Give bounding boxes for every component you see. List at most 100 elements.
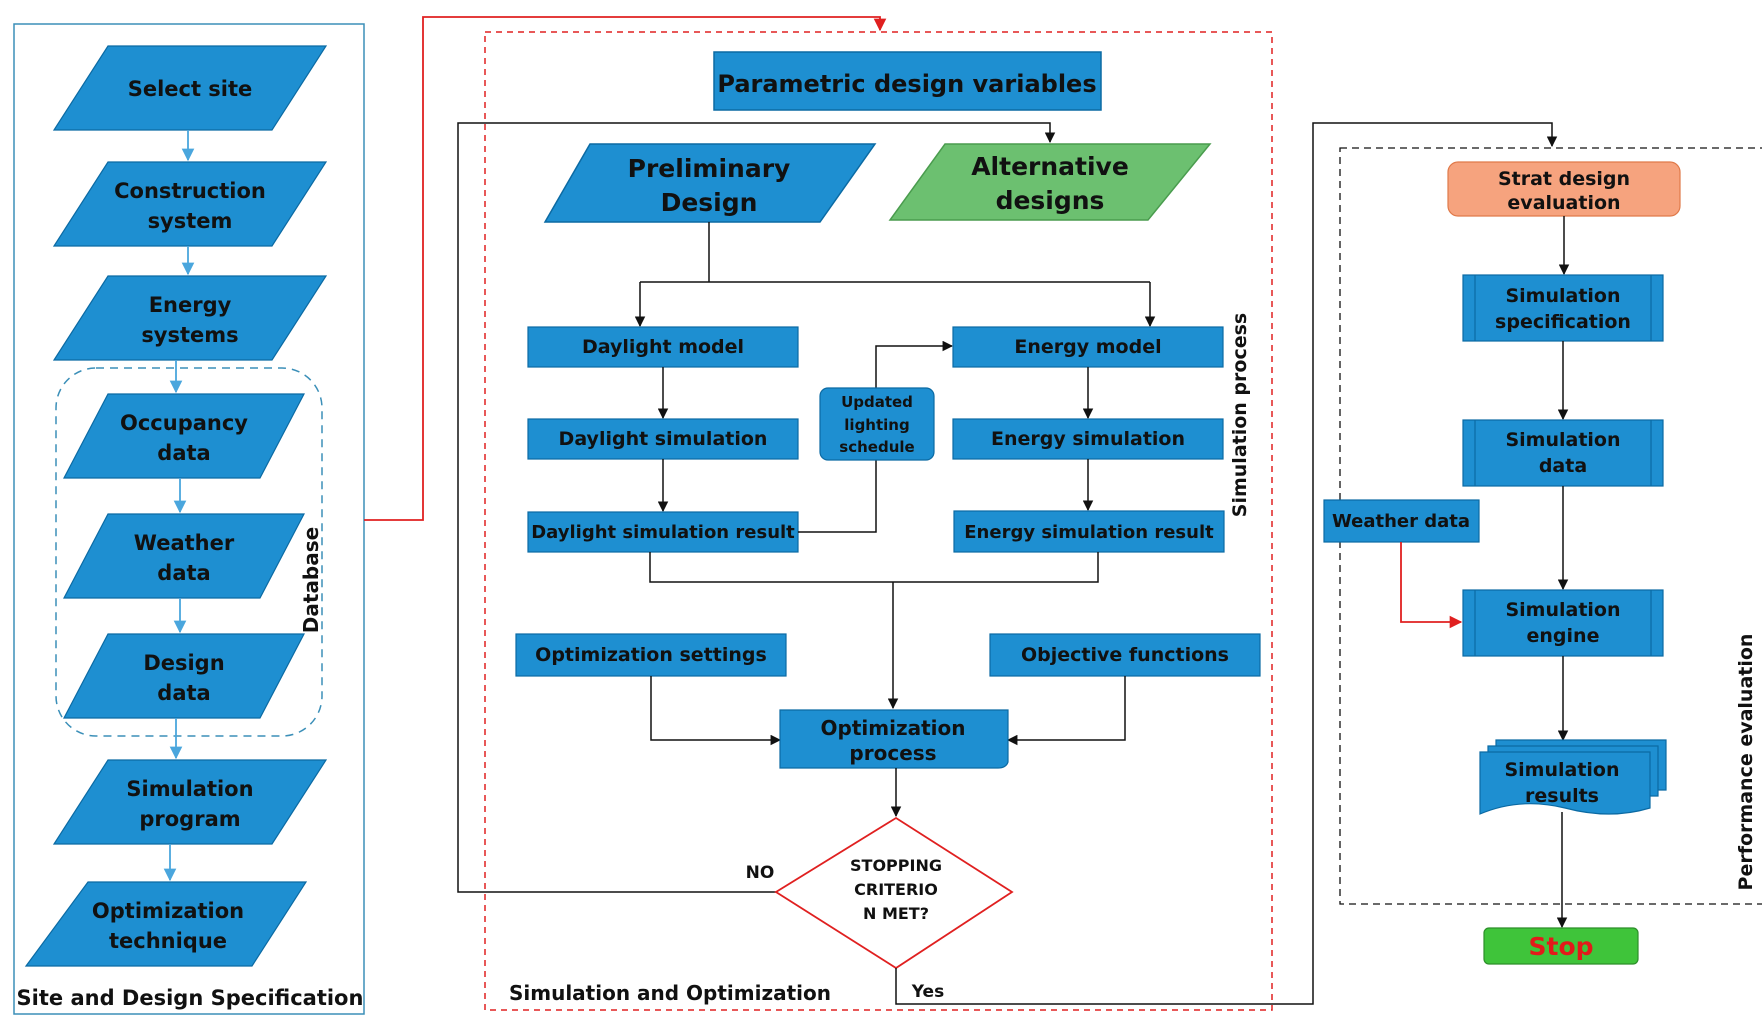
updated-lighting-schedule: Updated lighting schedule (819, 387, 935, 461)
left-step-3: Occupancy data (63, 393, 305, 479)
svg-text:Design: Design (661, 188, 758, 217)
svg-text:engine: engine (1527, 625, 1600, 647)
weather-to-engine-connector (1400, 542, 1463, 629)
optimization-settings: Optimization settings (515, 633, 787, 677)
left-step-7-line-0: Optimization (92, 899, 244, 923)
svg-text:Energy simulation result: Energy simulation result (964, 522, 1214, 543)
parametric-design-variables: Parametric design variables (713, 51, 1102, 111)
database-label: Database (299, 527, 323, 633)
svg-text:specification: specification (1495, 311, 1631, 333)
energy-simulation-result: Energy simulation result (953, 510, 1225, 553)
right-panel-frame (1339, 147, 1762, 905)
svg-text:schedule: schedule (839, 438, 914, 456)
simulation-engine: Simulation engine (1462, 589, 1664, 657)
svg-text:Daylight simulation: Daylight simulation (559, 428, 768, 450)
svg-text:STOPPING: STOPPING (850, 856, 942, 875)
left-step-6-line-1: program (139, 807, 240, 831)
energy-model: Energy model (952, 326, 1224, 368)
svg-text:Preliminary: Preliminary (628, 154, 791, 183)
no-loop-connector (457, 122, 1056, 893)
svg-text:Simulation: Simulation (1505, 429, 1620, 451)
svg-text:data: data (1539, 455, 1587, 477)
left-step-3-line-1: data (157, 441, 210, 465)
svg-text:Stop: Stop (1528, 932, 1593, 961)
svg-text:Daylight simulation result: Daylight simulation result (531, 522, 795, 543)
start-design-evaluation: Strat design evaluation (1447, 161, 1681, 217)
svg-text:Energy simulation: Energy simulation (991, 428, 1185, 450)
left-step-6: Simulation program (52, 759, 328, 845)
svg-text:Simulation: Simulation (1505, 599, 1620, 621)
svg-text:designs: designs (996, 186, 1105, 215)
preliminary-design: Preliminary Design (543, 143, 877, 223)
simulation-optimization-panel: Simulation and Optimization Simulation p… (457, 31, 1558, 1011)
left-step-0: Select site (52, 45, 328, 131)
objectives-to-process-connector (1006, 676, 1126, 746)
daylight-simulation: Daylight simulation (527, 418, 799, 460)
left-to-middle-connector (364, 16, 887, 521)
opt-settings-to-process-connector (650, 676, 782, 746)
svg-text:Strat design: Strat design (1498, 168, 1630, 190)
left-step-7: Optimization technique (24, 881, 308, 967)
left-step-1-line-1: system (148, 209, 233, 233)
left-step-5-line-0: Design (143, 651, 224, 675)
left-step-2: Energy systems (52, 275, 328, 361)
simulation-process-label: Simulation process (1229, 313, 1251, 517)
left-step-1: Construction system (52, 161, 328, 247)
stopping-criterion-decision: STOPPING CRITERIO N MET? (774, 816, 1014, 970)
left-step-3-line-0: Occupancy (120, 411, 248, 435)
left-step-4-line-1: data (157, 561, 210, 585)
svg-text:Objective functions: Objective functions (1021, 644, 1229, 666)
svg-text:Optimization settings: Optimization settings (535, 644, 767, 666)
svg-text:Updated: Updated (841, 393, 913, 411)
left-step-5-line-1: data (157, 681, 210, 705)
left-step-7-line-1: technique (109, 929, 227, 953)
energy-simulation: Energy simulation (952, 418, 1224, 460)
svg-text:Daylight model: Daylight model (582, 336, 744, 358)
svg-text:Weather data: Weather data (1332, 511, 1470, 532)
left-step-1-line-0: Construction (114, 179, 266, 203)
left-step-2-line-0: Energy (149, 293, 232, 317)
daylight-simulation-result: Daylight simulation result (527, 511, 799, 553)
left-step-0-line-0: Select site (128, 77, 253, 101)
middle-panel-frame (484, 31, 1273, 1011)
svg-text:Energy model: Energy model (1014, 336, 1161, 358)
yes-connector (895, 122, 1558, 1005)
performance-evaluation-label: Performance evaluation (1735, 634, 1757, 891)
left-step-4-line-0: Weather (134, 531, 235, 555)
results-merge-connector (649, 552, 1099, 583)
left-panel-frame (13, 23, 365, 1015)
stop-terminal: Stop (1483, 927, 1639, 965)
weather-data-input: Weather data (1323, 499, 1480, 543)
svg-text:Simulation: Simulation (1505, 285, 1620, 307)
left-step-2-line-1: systems (141, 323, 238, 347)
left-step-4: Weather data (63, 513, 305, 599)
left-panel-title: Site and Design Specification (17, 986, 364, 1010)
optimization-process: Optimization process (779, 709, 1009, 769)
simulation-data: Simulation data (1462, 419, 1664, 487)
svg-text:results: results (1525, 785, 1599, 807)
svg-text:lighting: lighting (844, 416, 909, 434)
svg-text:Optimization: Optimization (821, 716, 966, 740)
left-step-5: Design data (63, 633, 305, 719)
yes-label: Yes (911, 982, 944, 1002)
svg-text:Alternative: Alternative (971, 152, 1129, 181)
svg-text:N MET?: N MET? (863, 904, 929, 923)
middle-panel-title: Simulation and Optimization (509, 981, 831, 1005)
alternative-designs: Alternative designs (888, 143, 1212, 221)
svg-text:Simulation: Simulation (1504, 759, 1619, 781)
no-label: NO (746, 863, 775, 883)
database-group-frame (55, 367, 323, 737)
simulation-results: Simulation results (1479, 739, 1667, 815)
simulation-specification: Simulation specification (1462, 274, 1664, 342)
svg-text:process: process (849, 741, 936, 765)
daylight-model: Daylight model (527, 326, 799, 368)
site-design-panel: Database Site and Design Specification S… (13, 23, 365, 1015)
svg-text:Parametric design variables: Parametric design variables (717, 70, 1096, 98)
svg-text:CRITERIO: CRITERIO (854, 880, 938, 899)
performance-evaluation-panel: Performance evaluation Strat design eval… (1323, 147, 1762, 965)
svg-text:evaluation: evaluation (1507, 192, 1620, 214)
left-step-6-line-0: Simulation (126, 777, 253, 801)
objective-functions: Objective functions (989, 633, 1261, 677)
